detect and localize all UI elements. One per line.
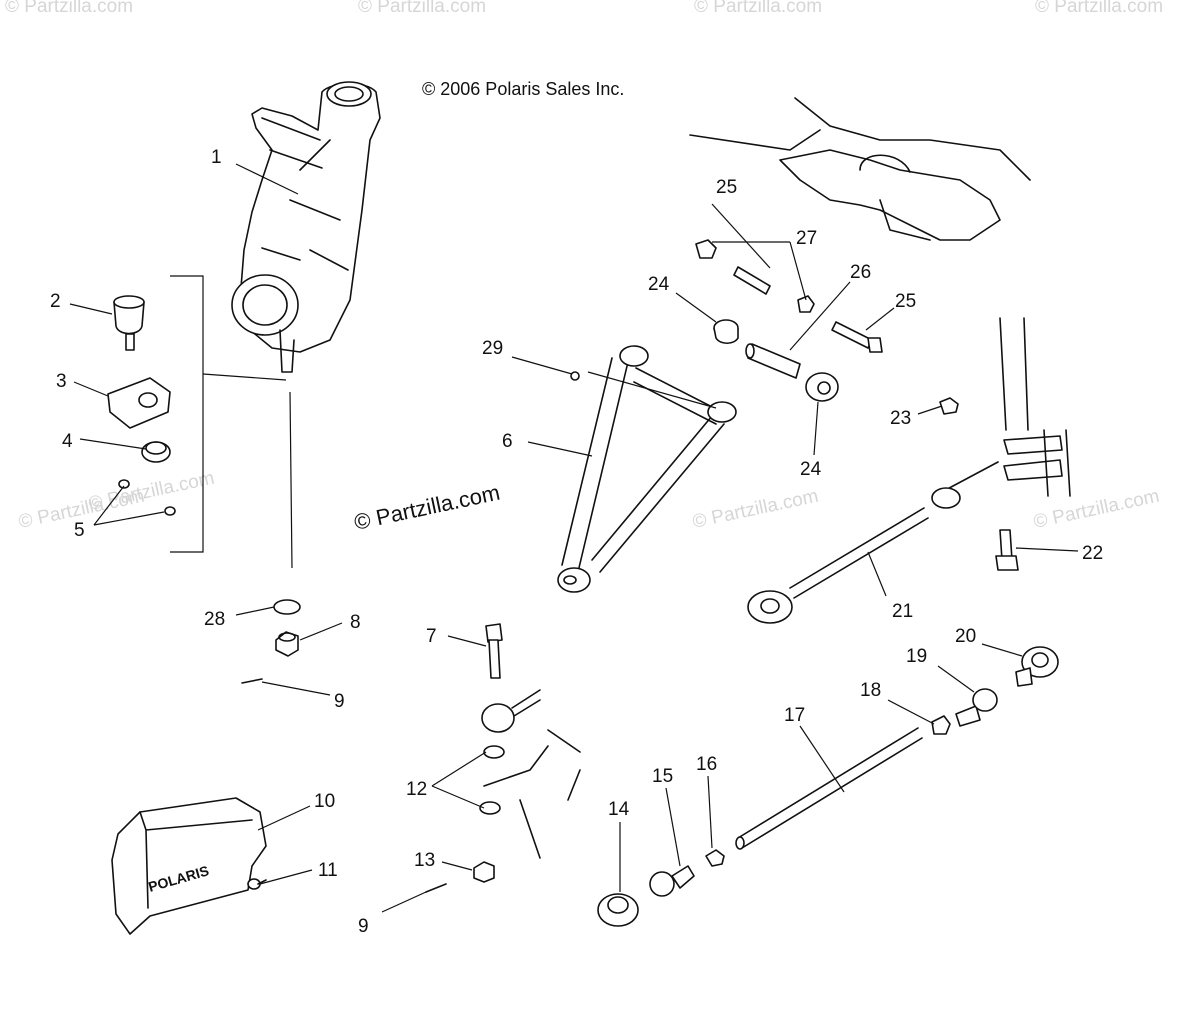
bushing-part-1 (713, 319, 739, 345)
screw-part (247, 878, 267, 890)
washer-part-2 (483, 745, 505, 759)
bolt-part-2 (831, 321, 883, 353)
steering-column-part (999, 317, 1071, 497)
watermark-left-2: © Partzilla.com (87, 468, 217, 515)
bolt-part-1 (695, 239, 771, 295)
steering-knuckle-part (231, 81, 381, 373)
rod-end-part-2 (955, 688, 998, 727)
group-bracket (170, 275, 204, 553)
watermark-top-1: © Partzilla.com (5, 0, 133, 17)
callout-1: 1 (211, 147, 222, 168)
callout-labels: 1 2 3 4 5 6 7 8 9 9 10 11 12 13 14 15 16… (50, 147, 1103, 937)
callout-17: 17 (784, 705, 805, 726)
callout-21: 21 (892, 601, 913, 622)
callout-14: 14 (608, 799, 630, 820)
callout-2: 2 (50, 291, 61, 312)
callout-29: 29 (482, 338, 503, 359)
watermark-right: © Partzilla.com (1032, 486, 1162, 533)
callout-15: 15 (652, 766, 673, 787)
callout-6: 6 (502, 431, 513, 452)
sleeve-part (745, 343, 801, 379)
frame-part (689, 97, 1031, 241)
callout-28: 28 (204, 609, 225, 630)
callout-18: 18 (860, 680, 881, 701)
rod-end-part-3 (1015, 646, 1059, 687)
rod-end-part-1 (649, 865, 695, 897)
copyright-text: © 2006 Polaris Sales Inc. (422, 79, 624, 99)
tie-rod-assembly-part (747, 461, 999, 624)
polaris-guard-part: POLARIS (111, 797, 267, 935)
ball-joint-part (113, 295, 145, 351)
bolt-part-4 (485, 623, 503, 679)
callout-22: 22 (1082, 543, 1103, 564)
callout-24a: 24 (648, 274, 670, 295)
bushing-part-3 (597, 893, 639, 927)
callout-9a: 9 (334, 691, 345, 712)
a-arm-part (557, 345, 737, 593)
nut-part-5 (931, 715, 951, 735)
nut-part-2 (939, 397, 959, 415)
washer-part-3 (479, 801, 501, 815)
watermark-top-3: © Partzilla.com (694, 0, 822, 17)
cotter-pin-part-1 (241, 678, 263, 684)
bracket-leader (202, 373, 287, 381)
nut-part-1 (797, 295, 815, 313)
callout-26: 26 (850, 262, 871, 283)
callout-9b: 9 (358, 916, 369, 937)
rivet-parts (118, 479, 176, 516)
callout-3: 3 (56, 371, 67, 392)
dust-cap-part (141, 441, 171, 463)
watermark-top-2: © Partzilla.com (358, 0, 486, 17)
callout-23: 23 (890, 408, 911, 429)
grease-fitting-part (570, 371, 580, 381)
callout-13: 13 (414, 850, 435, 871)
cotter-pin-part-2 (425, 883, 447, 893)
callout-12: 12 (406, 779, 427, 800)
callout-10: 10 (314, 791, 335, 812)
axis-line (289, 391, 293, 569)
bolt-part-3 (995, 529, 1019, 571)
callout-11: 11 (318, 860, 338, 881)
watermark-main: © Partzilla.com (352, 480, 502, 535)
nut-part-4 (705, 849, 725, 867)
gasket-part (107, 377, 171, 429)
tie-rod-end-fragment (481, 689, 541, 733)
callout-7: 7 (426, 626, 437, 647)
callout-19: 19 (906, 646, 927, 667)
watermark-mid-right: © Partzilla.com (691, 486, 821, 533)
callout-4: 4 (62, 431, 73, 452)
adjuster-rod-part (735, 727, 923, 850)
callout-25b: 25 (895, 291, 916, 312)
washer-part (273, 599, 301, 615)
watermark-top-4: © Partzilla.com (1035, 0, 1163, 17)
callout-16: 16 (696, 754, 717, 775)
callout-24b: 24 (800, 459, 822, 480)
callout-20: 20 (955, 626, 976, 647)
callout-25a: 25 (716, 177, 737, 198)
knuckle-fragment (483, 729, 581, 859)
castle-nut-part (275, 631, 299, 657)
nut-part-3 (473, 861, 495, 883)
callout-8: 8 (350, 612, 361, 633)
leader-lines (69, 163, 1079, 913)
bushing-part-2 (805, 372, 839, 402)
callout-27: 27 (796, 228, 817, 249)
callout-5: 5 (74, 520, 85, 541)
